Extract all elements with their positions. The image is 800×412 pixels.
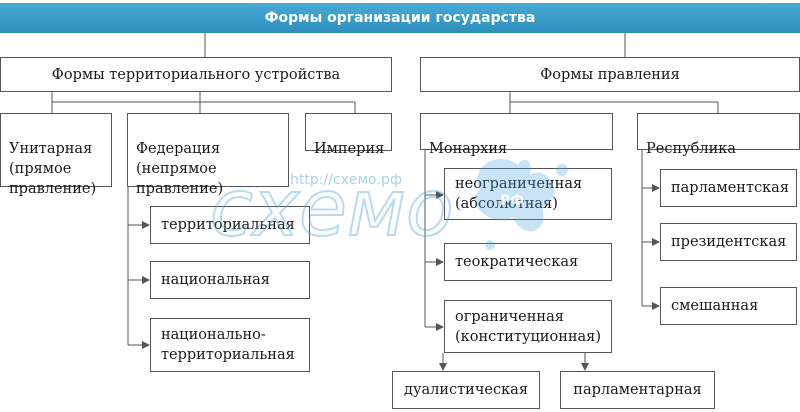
territorial-structure-label: Формы территориального устройства bbox=[51, 66, 341, 83]
limited-type-label: дуалистическая bbox=[404, 382, 528, 398]
republic-type-label: президентская bbox=[671, 234, 787, 250]
monarchy-type-absolute: неограниченная (абсолютная) bbox=[444, 168, 612, 220]
monarchy-label: Монархия bbox=[429, 141, 508, 157]
federation-label: Федерация (непрямое правление) bbox=[136, 141, 224, 197]
monarchy-type-limited: ограниченная (конституционная) bbox=[444, 300, 612, 353]
republic-type-presidential: президентская bbox=[660, 223, 797, 261]
watermark-url: http://схемо.рф bbox=[290, 172, 402, 188]
federation-type-territorial: территориальная bbox=[150, 206, 310, 244]
watermark-logo: схемо РФ bbox=[209, 159, 568, 255]
government-forms-box: Формы правления bbox=[420, 57, 800, 92]
republic-type-parliamentary: парламентская bbox=[660, 169, 797, 207]
republic-box: Республика bbox=[637, 113, 800, 157]
government-forms-label: Формы правления bbox=[540, 66, 680, 83]
federation-box: Федерация (непрямое правление) bbox=[127, 113, 289, 197]
unitary-box: Унитарная (прямое правление) bbox=[0, 113, 112, 197]
svg-text:схемо: схемо bbox=[210, 164, 454, 254]
svg-text:РФ: РФ bbox=[500, 193, 524, 209]
federation-type-national-territorial: национально- территориальная bbox=[150, 318, 310, 372]
monarchy-type-label: теократическая bbox=[455, 254, 579, 270]
limited-type-parliamentary: парламентарная bbox=[560, 371, 715, 409]
federation-type-national: национальная bbox=[150, 261, 310, 299]
diagram-title: Формы организации государства bbox=[0, 3, 800, 33]
federation-type-label: национально- территориальная bbox=[161, 327, 295, 363]
limited-type-label: парламентарная bbox=[573, 382, 702, 398]
empire-box: Империя bbox=[305, 113, 392, 157]
unitary-label: Унитарная (прямое правление) bbox=[9, 141, 97, 197]
monarchy-type-label: ограниченная (конституционная) bbox=[455, 308, 601, 345]
monarchy-type-label: неограниченная (абсолютная) bbox=[455, 176, 583, 212]
republic-label: Республика bbox=[646, 141, 736, 157]
monarchy-type-theocratic: теократическая bbox=[444, 243, 612, 281]
republic-type-label: смешанная bbox=[671, 298, 759, 314]
territorial-structure-box: Формы территориального устройства bbox=[0, 57, 392, 92]
republic-type-label: парламентская bbox=[671, 180, 789, 196]
limited-type-dualistic: дуалистическая bbox=[392, 371, 540, 409]
empire-label: Империя bbox=[314, 141, 385, 157]
republic-type-mixed: смешанная bbox=[660, 287, 797, 325]
federation-type-label: территориальная bbox=[161, 217, 295, 233]
federation-type-label: национальная bbox=[161, 272, 270, 288]
monarchy-box: Монархия bbox=[420, 113, 613, 157]
